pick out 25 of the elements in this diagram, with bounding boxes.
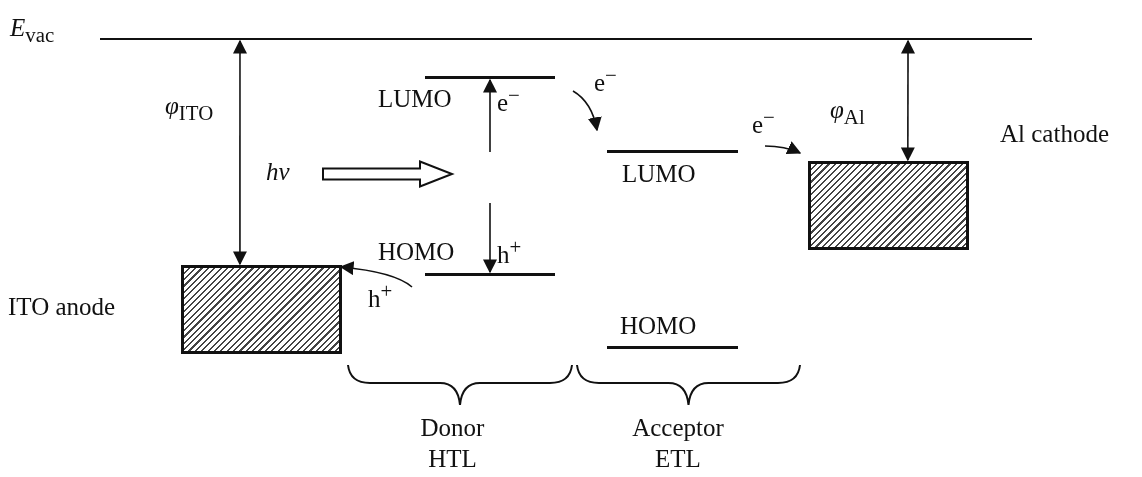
edge-label: e$^{−}$ (594, 64, 617, 97)
arrow (483, 202, 497, 274)
edge-label: h$^{+}$ (368, 280, 393, 313)
arrow (764, 141, 802, 155)
group-label: Acceptor ETL (631, 413, 725, 475)
edge-label: e$^{−}$ (497, 84, 520, 117)
arrow (483, 78, 497, 153)
electrode-label: Al cathode (1000, 120, 1109, 148)
vacuum-level-label: E$_{vac}$ (10, 14, 55, 47)
group-label: Donor HTL (419, 413, 486, 475)
edge-label: φ$_{Al}$ (830, 96, 865, 129)
edge-label: h$^{+}$ (497, 236, 522, 269)
energy-level-label: LUMO (622, 160, 696, 188)
energy-level-label: HOMO (620, 312, 697, 340)
photon-energy-label: hν (266, 158, 290, 186)
edge-label: φ$_{ITO}$ (165, 92, 214, 125)
arrow (572, 90, 602, 132)
arrow (322, 160, 455, 188)
arrow (900, 39, 915, 162)
arrow (232, 39, 247, 266)
energy-level-label: LUMO (378, 85, 452, 113)
edge-label: e$^{−}$ (752, 106, 775, 139)
energy-level-label: HOMO (378, 238, 455, 266)
electrode-label: ITO anode (8, 293, 116, 321)
arrow (339, 261, 413, 288)
